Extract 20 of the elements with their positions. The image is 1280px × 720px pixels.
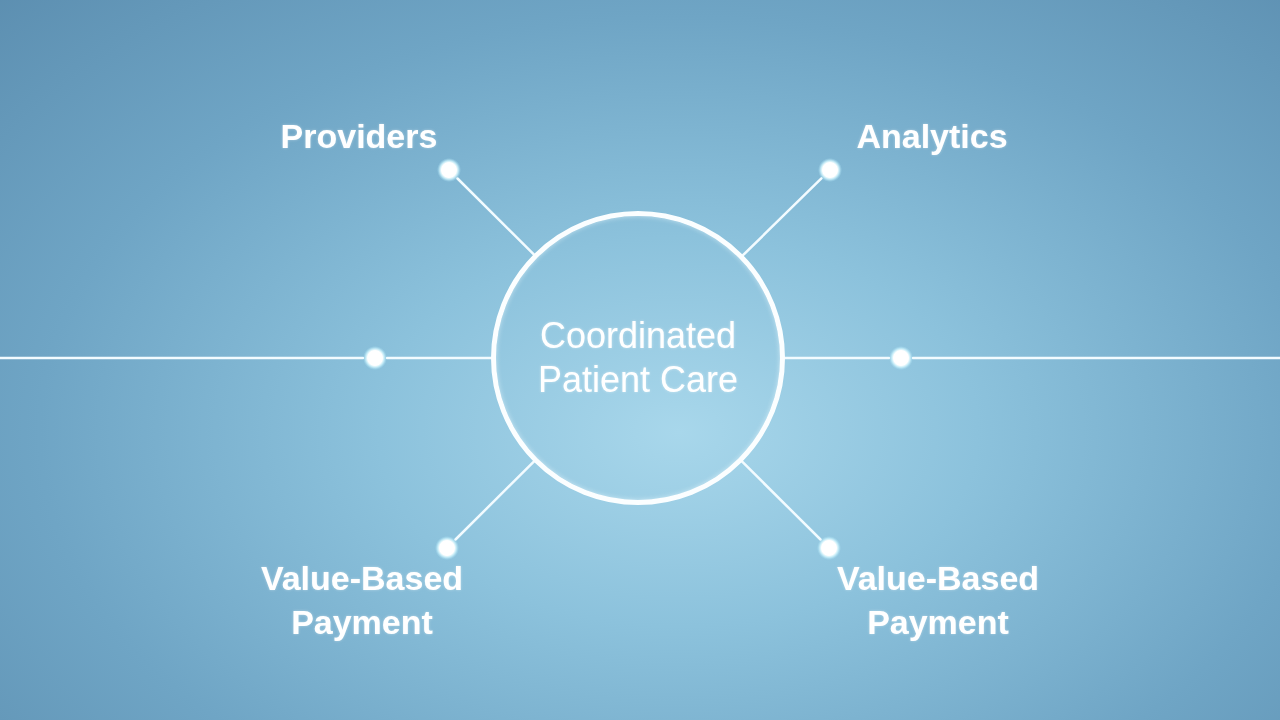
connector-line	[740, 460, 822, 541]
glowing-dot	[818, 158, 842, 182]
node-label: Providers	[280, 116, 438, 157]
connector-line	[454, 460, 536, 541]
glowing-dot	[889, 346, 913, 370]
glowing-dot	[363, 346, 387, 370]
glowing-dot	[437, 158, 461, 182]
glowing-dot	[435, 536, 459, 560]
connector-line	[456, 177, 536, 256]
hub-title: Coordinated Patient Care	[536, 314, 740, 402]
glowing-dot	[817, 536, 841, 560]
node-label: Analytics	[856, 116, 1008, 157]
node-label: Value-Based Payment	[835, 558, 1041, 643]
node-label: Value-Based Payment	[259, 558, 465, 643]
connector-line	[385, 356, 493, 360]
connector-line	[911, 356, 1280, 360]
hub-circle	[491, 211, 785, 505]
connector-line	[783, 356, 891, 360]
connector-line	[741, 177, 823, 257]
connector-line	[0, 356, 365, 360]
